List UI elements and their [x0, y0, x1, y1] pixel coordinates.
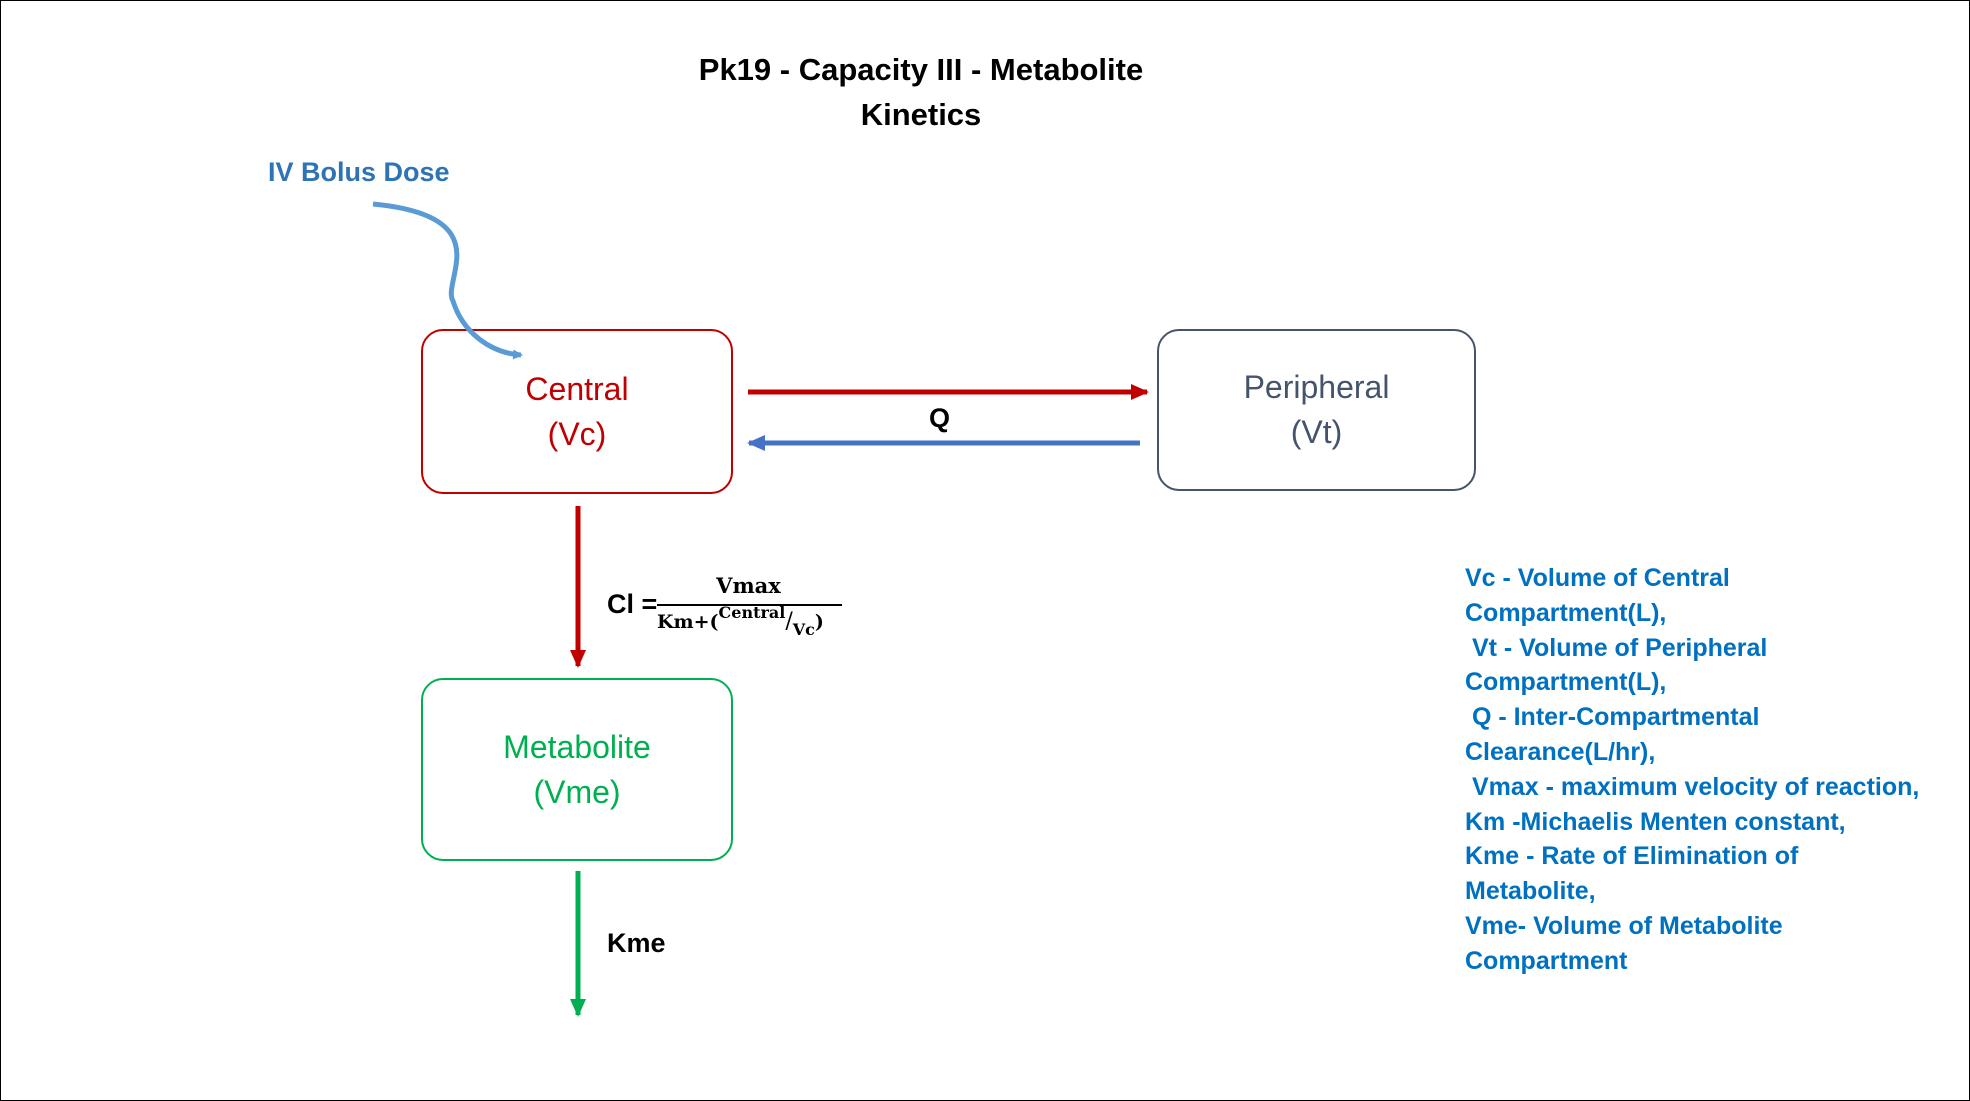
legend-line: Clearance(L/hr), [1465, 737, 1656, 766]
clearance-numerator: Vmax [716, 573, 781, 598]
legend-line: Compartment(L), [1465, 598, 1667, 627]
peripheral-compartment-param: (Vt) [1290, 414, 1343, 450]
kme-label: Kme [607, 928, 666, 958]
central-compartment-param: (Vc) [547, 415, 607, 452]
central-compartment: Central (Vc) [421, 329, 733, 494]
clearance-fraction-bar [657, 604, 842, 606]
title-line-2: Kinetics [860, 97, 982, 132]
legend-line: Compartment [1465, 946, 1628, 975]
parameter-legend: Vc - Volume of Central Compartment(L), V… [1465, 561, 1965, 979]
metabolite-compartment-name: Metabolite [503, 728, 651, 765]
iv-bolus-dose-label: IV Bolus Dose [268, 157, 450, 187]
clearance-denominator: Km+(Central/Vc) [657, 603, 824, 639]
legend-line: Vc - Volume of Central [1465, 564, 1730, 592]
legend-line: Vmax - maximum velocity of reaction, [1465, 772, 1920, 801]
denominator-prefix: Km+( [657, 611, 719, 633]
peripheral-compartment: Peripheral (Vt) [1157, 329, 1476, 491]
legend-line: Compartment(L), [1465, 668, 1667, 697]
denominator-suffix: ) [814, 611, 824, 633]
legend-line: Metabolite, [1465, 877, 1596, 906]
q-flow-label: Q [929, 403, 951, 433]
central-compartment-name: Central [525, 370, 629, 407]
denominator-central: Central [718, 603, 786, 622]
denominator-slash: / [785, 609, 793, 634]
legend-line: Vt - Volume of Peripheral [1465, 633, 1768, 662]
peripheral-compartment-name: Peripheral [1243, 369, 1390, 405]
denominator-vc: Vc [792, 620, 815, 639]
legend-line: Km -Michaelis Menten constant, [1465, 807, 1846, 836]
metabolite-compartment-param: (Vme) [533, 773, 621, 810]
legend-line: Vme- Volume of Metabolite [1465, 911, 1783, 940]
legend-line: Kme - Rate of Elimination of [1465, 842, 1799, 871]
legend-line: Q - Inter-Compartmental [1465, 703, 1760, 732]
clearance-label: Cl = [607, 589, 658, 619]
diagram-title: Pk19 - Capacity III - Metabolite Kinetic… [621, 47, 1221, 137]
title-line-1: Pk19 - Capacity III - Metabolite [698, 52, 1144, 87]
dose-arrow [372, 201, 523, 360]
metabolite-compartment: Metabolite (Vme) [421, 678, 733, 861]
